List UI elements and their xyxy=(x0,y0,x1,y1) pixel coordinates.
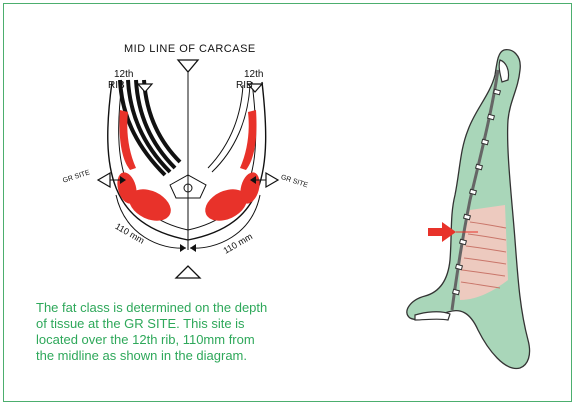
caption-text: The fat class is determined on the depth… xyxy=(36,300,356,364)
caption-line: of tissue at the GR SITE. This site is xyxy=(36,316,356,332)
rib-left-label-line2: RIB xyxy=(108,81,125,91)
diagram-title: MID LINE OF CARCASE xyxy=(124,44,256,55)
rib-right-label-line2: RIB xyxy=(236,81,253,91)
caption-line: located over the 12th rib, 110mm from xyxy=(36,332,356,348)
caption-line: The fat class is determined on the depth xyxy=(36,300,356,316)
rib-left-label-line1: 12th xyxy=(114,70,133,80)
rib-right-label-line1: 12th xyxy=(244,70,263,80)
caption-line: the midline as shown in the diagram. xyxy=(36,348,356,364)
